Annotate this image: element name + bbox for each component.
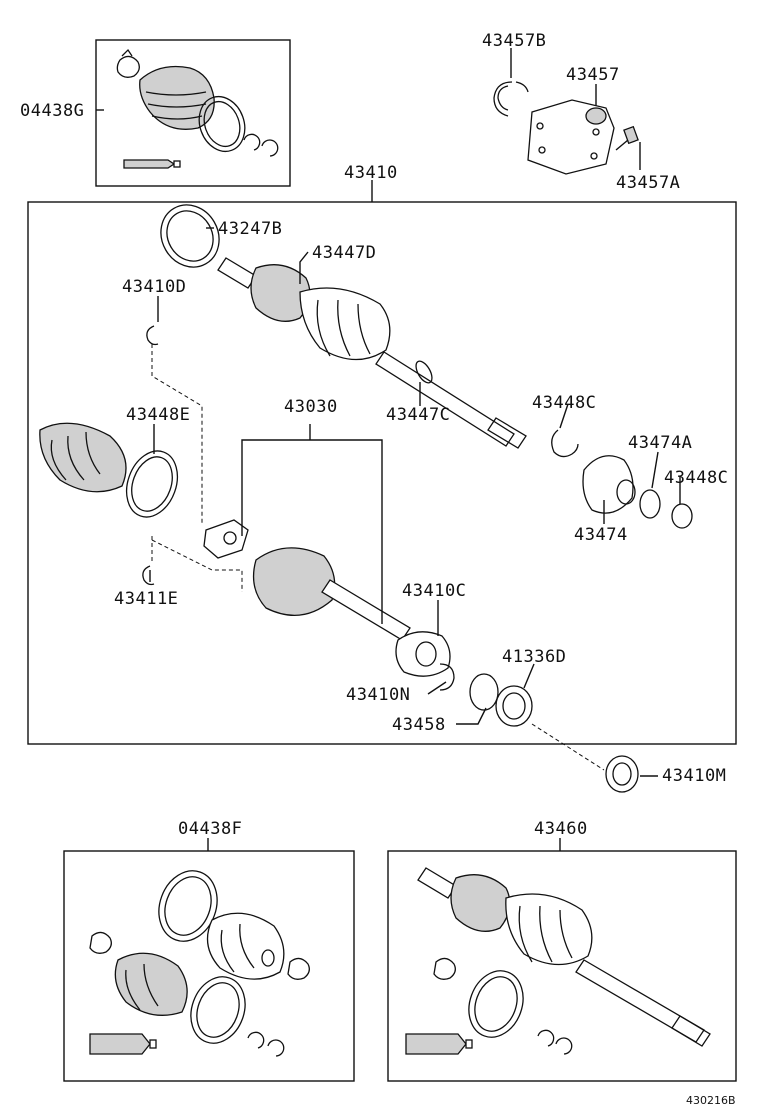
label-43448E: 43448E [126,405,190,425]
label-43457B: 43457B [482,31,546,51]
bracket-group [493,81,639,175]
label-43410M: 43410M [662,766,726,786]
label-43457A: 43457A [616,173,680,193]
label-43474A: 43474A [628,433,692,453]
label-43447C: 43447C [386,405,450,425]
label-43457: 43457 [566,65,620,85]
label-43410D: 43410D [122,277,186,297]
label-43410: 43410 [344,163,398,183]
label-41336D: 41336D [502,647,566,667]
label-43448C-upper: 43448C [532,393,596,413]
boot-kit-g-frame [95,39,291,187]
guide-line-4 [531,723,605,771]
boot-kit-g-parts [116,48,279,169]
main-assembly-frame [27,201,737,745]
boot-kit-f-frame [63,850,355,1082]
label-43247B: 43247B [218,219,282,239]
label-04438G: 04438G [20,101,84,121]
label-43410C: 43410C [402,581,466,601]
center-bearing [582,455,693,529]
oil-seal [605,755,639,793]
boot-kit-f-parts [89,870,310,1057]
label-43448C-lower: 43448C [664,468,728,488]
label-43458: 43458 [392,715,446,735]
diagram-code: 430216B [686,1094,736,1107]
outer-joint-shaft [146,204,579,458]
label-43411E: 43411E [114,589,178,609]
inner-boot [39,422,179,586]
leader-lines [96,48,681,851]
inner-joint [203,519,533,727]
label-43474: 43474 [574,525,628,545]
label-43410N: 43410N [346,685,410,705]
label-43447D: 43447D [312,243,376,263]
shaft-assembly-parts [405,867,711,1055]
label-43460: 43460 [534,819,588,839]
label-04438F: 04438F [178,819,242,839]
guide-line-3 [151,539,243,592]
label-43030: 43030 [284,397,338,417]
shaft-assembly-frame [387,850,737,1082]
guide-line-1 [151,344,203,524]
